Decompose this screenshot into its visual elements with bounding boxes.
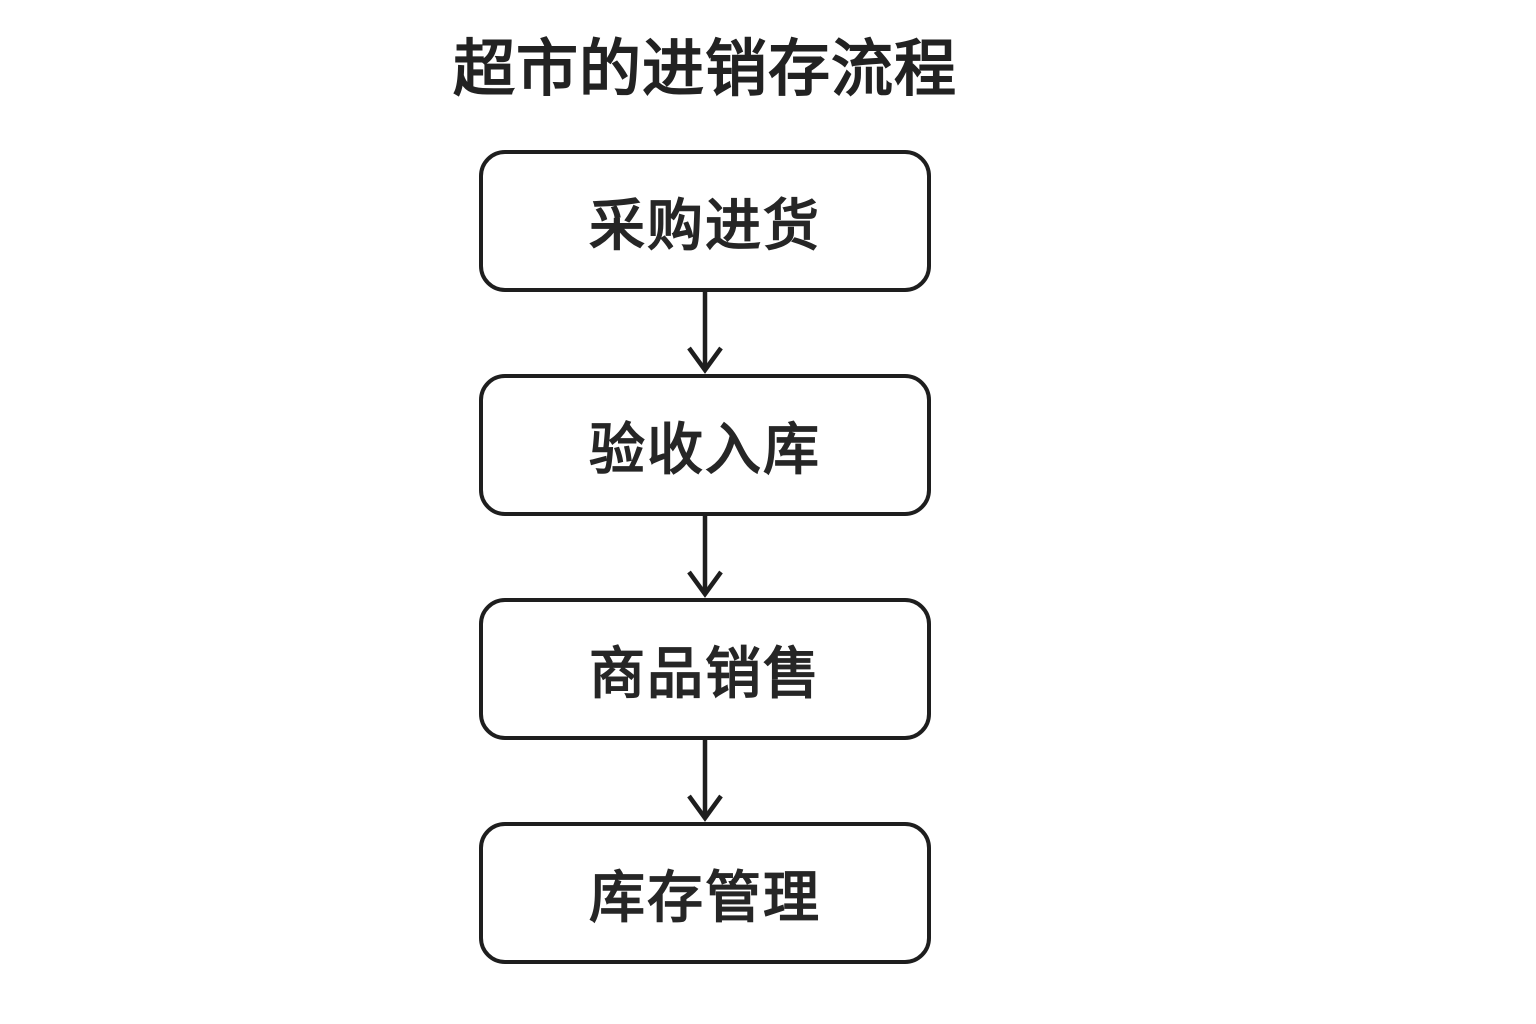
flow-node-label: 采购进货 bbox=[589, 193, 821, 257]
diagram-title: 超市的进销存流程 bbox=[453, 35, 958, 104]
flow-node-inventory: 库存管理 bbox=[479, 822, 931, 965]
flow-diagram: 超市的进销存流程 采购进货 验收入库 商品销售 库存管理 bbox=[453, 35, 956, 965]
flow-node-receiving: 验收入库 bbox=[479, 374, 931, 517]
flow-node-label: 库存管理 bbox=[589, 865, 821, 929]
flow-node-sales: 商品销售 bbox=[479, 598, 931, 741]
flow-node-label: 商品销售 bbox=[589, 641, 821, 705]
down-arrow-connector bbox=[687, 292, 723, 375]
down-arrow-connector bbox=[687, 516, 723, 599]
down-arrow-connector bbox=[687, 740, 723, 823]
flow-node-purchase: 采购进货 bbox=[479, 150, 931, 293]
flow-node-label: 验收入库 bbox=[589, 417, 821, 481]
